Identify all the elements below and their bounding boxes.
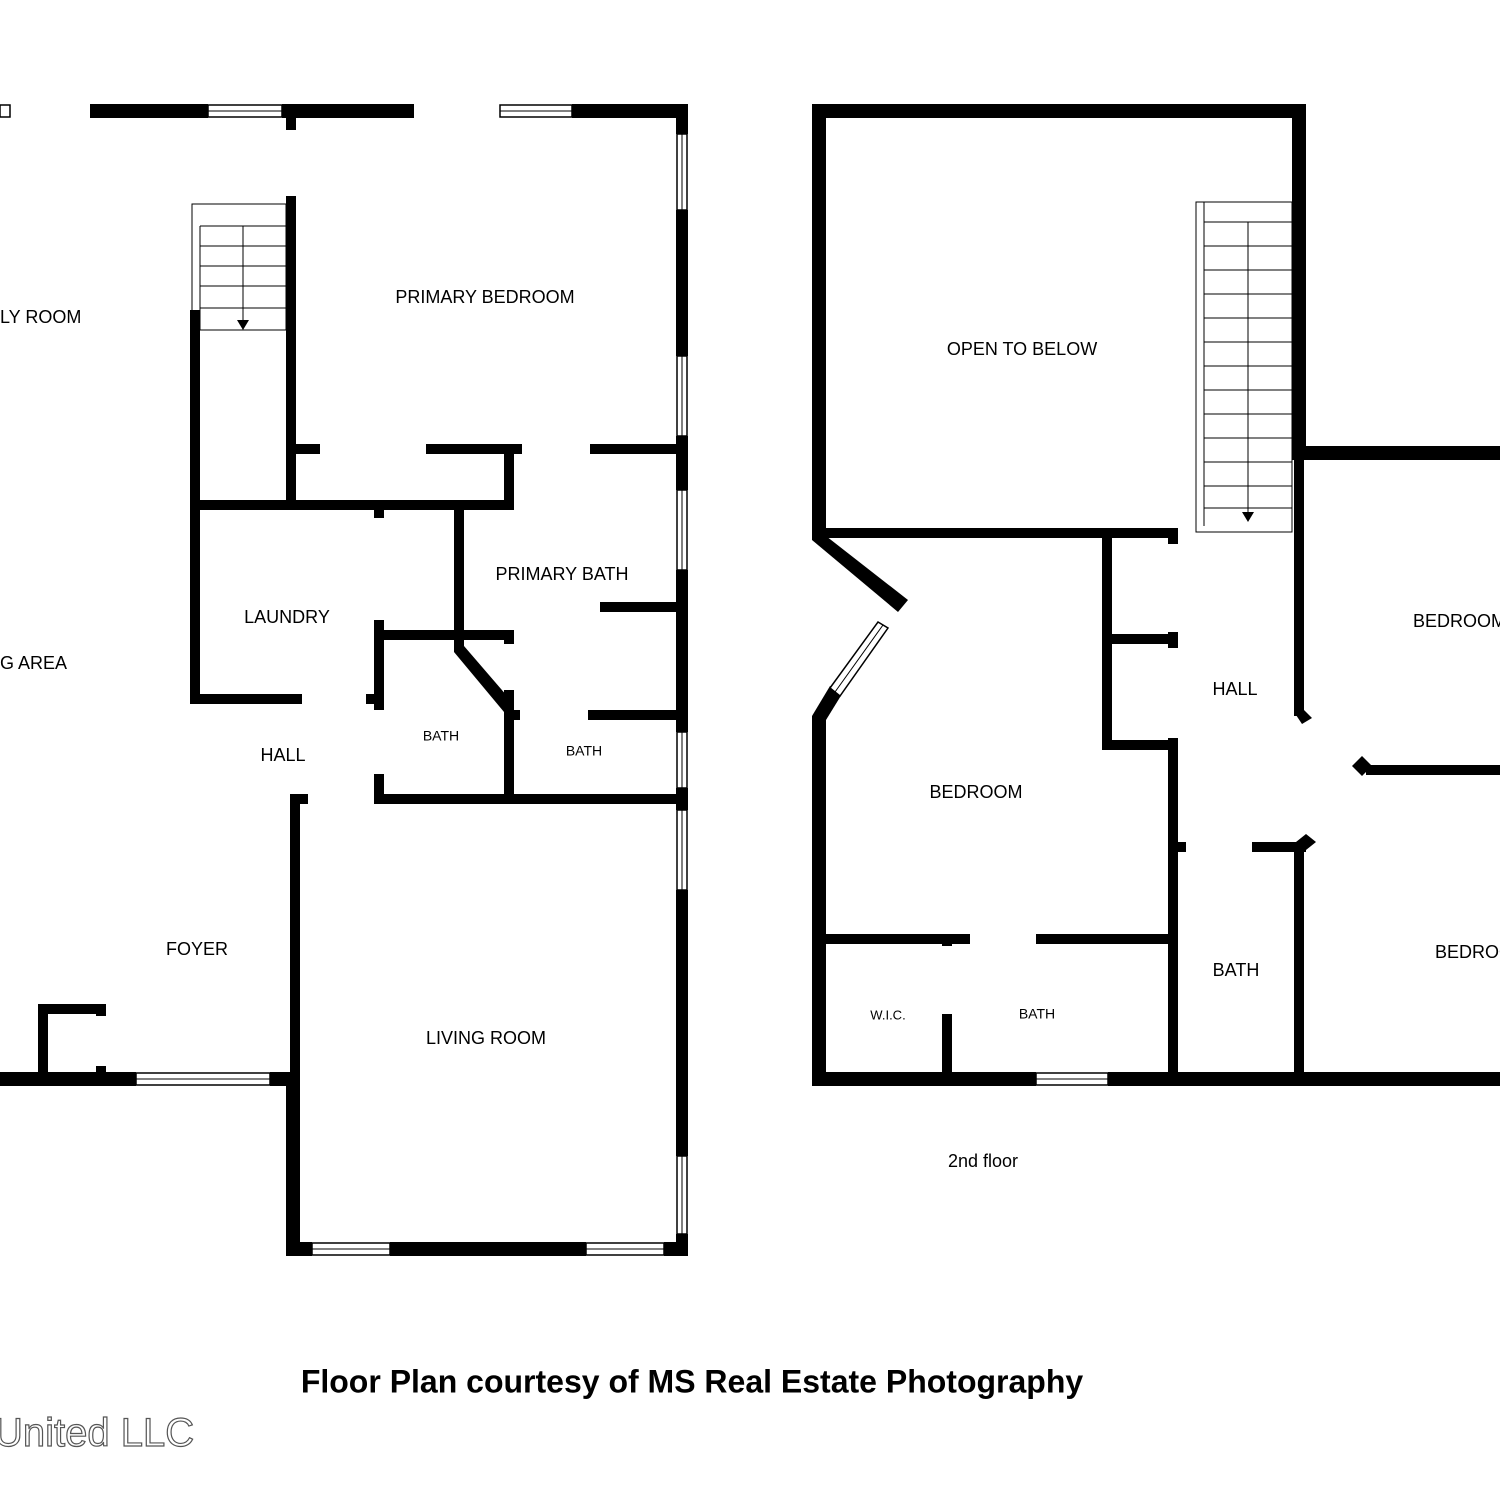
second-floor-stairs	[1195, 201, 1293, 533]
primary-bath-label: PRIMARY BATH	[495, 564, 628, 584]
second-floor-bath-left-label: BATH	[1019, 1006, 1055, 1022]
family-room-label: LY ROOM	[0, 307, 81, 327]
laundry-label: LAUNDRY	[244, 607, 330, 627]
second-floor-bedroom-right-bottom-label: BEDROO	[1435, 942, 1500, 962]
watermark-text: United LLC	[0, 1411, 194, 1455]
foyer-label: FOYER	[166, 939, 228, 959]
first-floor-plan: LY ROOM G AREA PRIMARY BEDROOM PRIMARY B…	[0, 104, 688, 1256]
second-floor-walls	[812, 104, 1500, 1086]
first-floor-walls	[0, 104, 688, 1256]
wic-label: W.I.C.	[870, 1007, 905, 1022]
second-floor-plan: OPEN TO BELOW BEDROOM HALL BEDROOM BEDRO…	[812, 104, 1500, 1171]
first-floor-bath-left-label: BATH	[423, 728, 459, 744]
first-floor-hall-label: HALL	[260, 745, 305, 765]
second-floor-caption: 2nd floor	[948, 1151, 1018, 1171]
second-floor-bath-center-label: BATH	[1213, 960, 1260, 980]
first-floor-windows	[0, 104, 688, 1256]
first-floor-stairs	[191, 203, 287, 331]
living-room-label: LIVING ROOM	[426, 1028, 546, 1048]
second-floor-bedroom-right-top-label: BEDROOM	[1413, 611, 1500, 631]
dining-area-label: G AREA	[0, 653, 67, 673]
open-to-below-label: OPEN TO BELOW	[947, 339, 1097, 359]
first-floor-bath-right-label: BATH	[566, 743, 602, 759]
second-floor-windows	[828, 621, 1109, 1086]
second-floor-bedroom-left-label: BEDROOM	[929, 782, 1022, 802]
floor-plan-credit: Floor Plan courtesy of MS Real Estate Ph…	[301, 1363, 1084, 1399]
second-floor-hall-label: HALL	[1212, 679, 1257, 699]
primary-bedroom-label: PRIMARY BEDROOM	[395, 287, 574, 307]
